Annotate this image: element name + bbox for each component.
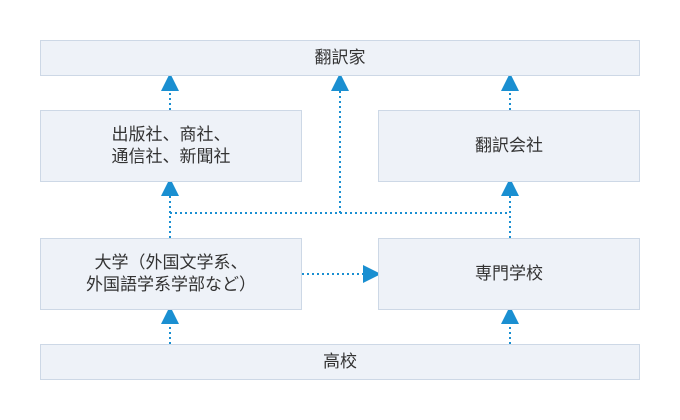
- node-translation-company: 翻訳会社: [378, 110, 640, 182]
- node-vocational-school-label: 専門学校: [475, 264, 543, 284]
- node-university-line-1: 大学（外国文学系、: [94, 253, 248, 273]
- node-translator-label: 翻訳家: [314, 48, 366, 68]
- node-vocational-school: 専門学校: [378, 238, 640, 310]
- node-publishers: 出版社、商社、 通信社、新聞社: [40, 110, 302, 182]
- node-publishers-line-1: 出版社、商社、: [111, 125, 231, 145]
- node-high-school: 高校: [40, 344, 640, 380]
- node-university-line-2: 外国語学系学部など）: [86, 275, 256, 295]
- node-translator: 翻訳家: [40, 40, 640, 76]
- node-high-school-label: 高校: [323, 352, 357, 372]
- node-publishers-line-2: 通信社、新聞社: [111, 147, 231, 167]
- node-university: 大学（外国文学系、 外国語学系学部など）: [40, 238, 302, 310]
- node-translation-company-label: 翻訳会社: [475, 136, 543, 156]
